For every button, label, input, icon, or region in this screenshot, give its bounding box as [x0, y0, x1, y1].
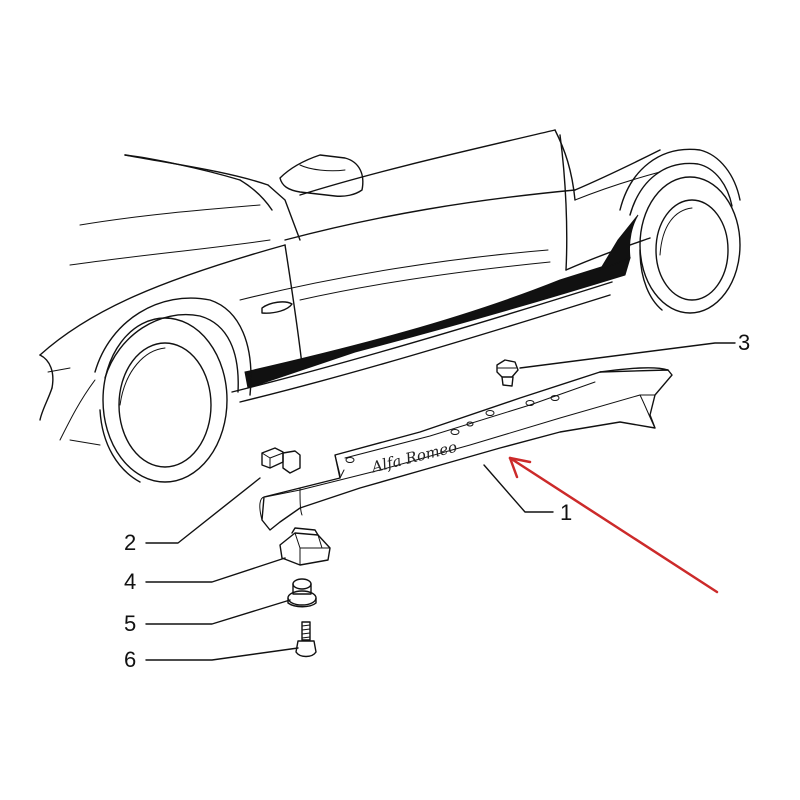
side-skirt-part: Alfa Romeo	[259, 367, 673, 531]
grommet-part-5	[287, 578, 317, 608]
callout-4: 4	[124, 569, 136, 594]
callout-3: 3	[738, 330, 750, 355]
rubber-pad-part-4	[279, 527, 331, 566]
callout-5: 5	[124, 611, 136, 636]
screw-part-6	[295, 621, 317, 658]
leader-lines	[145, 342, 736, 661]
callout-6: 6	[124, 647, 136, 672]
car-body-outline	[39, 129, 741, 483]
callout-2: 2	[124, 530, 136, 555]
callout-labels: 1 2 3 4 5 6	[124, 330, 750, 672]
skirt-logo-text: Alfa Romeo	[368, 438, 459, 477]
clip-part-2	[261, 447, 301, 474]
clip-part-3	[496, 359, 519, 387]
highlight-arrow	[508, 456, 719, 594]
callout-1: 1	[560, 500, 572, 525]
